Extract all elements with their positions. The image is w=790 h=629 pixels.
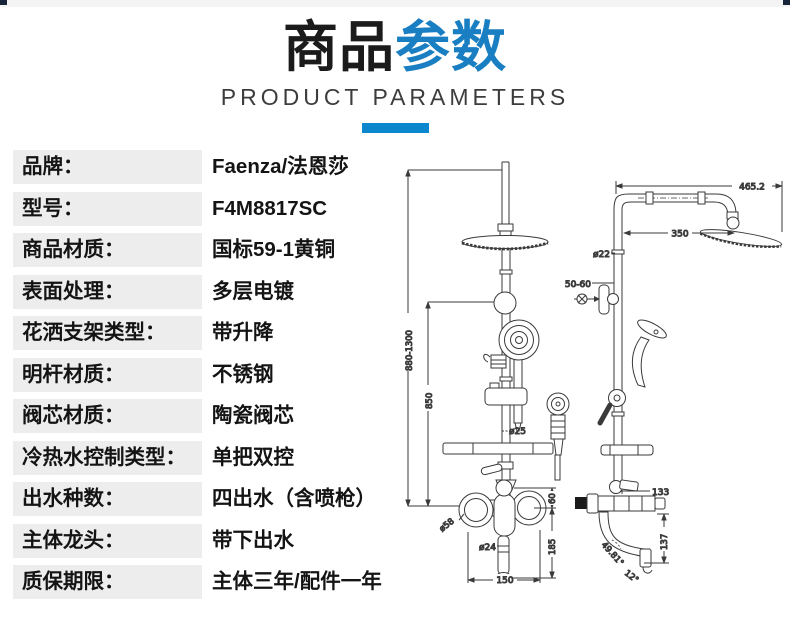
param-value: 不锈钢 <box>212 362 274 386</box>
dim-height-range: 880-1300 <box>405 330 415 371</box>
param-value: 带升降 <box>212 321 274 344</box>
param-label: 商品材质： <box>13 233 202 267</box>
top-left-corner-mark <box>0 0 7 5</box>
table-row: 品牌： Faenza/法恩莎 <box>13 150 398 184</box>
page-title-black: 商品 <box>282 16 395 78</box>
dim-top-offset: 60 <box>548 493 558 504</box>
param-label: 主体龙头： <box>13 523 202 558</box>
table-row: 明杆材质： 不锈钢 <box>13 357 398 392</box>
param-value: Faenza/法恩莎 <box>212 155 349 178</box>
param-value: 四出水（含喷枪） <box>212 487 376 510</box>
param-value: 单把双控 <box>212 445 294 469</box>
param-label: 型号： <box>13 191 202 226</box>
dim-tip-angle: 12° <box>622 568 640 585</box>
param-label: 冷热水控制类型： <box>13 440 202 475</box>
param-value: 国标59-1黄铜 <box>212 238 336 261</box>
param-value: 陶瓷阀芯 <box>212 404 294 427</box>
table-row: 主体龙头： 带下出水 <box>13 523 398 558</box>
param-label: 品牌： <box>13 150 202 184</box>
dim-escutcheon-dia: ø58 <box>438 517 457 535</box>
dim-spout-height: 185 <box>548 539 558 555</box>
table-row: 型号： F4M8817SC <box>13 191 398 226</box>
dim-valve-width: 150 <box>496 576 513 586</box>
top-right-corner-mark <box>783 0 790 5</box>
table-row: 阀芯材质： 陶瓷阀芯 <box>13 399 398 433</box>
table-row: 表面处理： 多层电镀 <box>13 274 398 309</box>
page-title-blue: 参数 <box>395 16 508 78</box>
front-view: 880-1300 850 ø25 <box>402 161 570 587</box>
param-value: 带下出水 <box>212 528 294 552</box>
page-title: 商品参数 <box>0 17 790 77</box>
dim-head-reach: 350 <box>671 230 688 240</box>
table-row: 质保期限： 主体三年/配件一年 <box>13 565 398 599</box>
dim-riser-dia: ø25 <box>509 427 526 437</box>
dim-upper-height: 850 <box>425 393 435 409</box>
side-view: 465.2 350 ø22 50-60 <box>564 180 783 586</box>
technical-drawing: 880-1300 850 ø25 <box>398 150 790 625</box>
param-label: 出水种数： <box>13 482 202 516</box>
param-label: 质保期限： <box>13 565 202 599</box>
param-label: 表面处理： <box>13 274 202 309</box>
dim-side-pipe-dia: ø22 <box>593 250 610 260</box>
table-row: 商品材质： 国标59-1黄铜 <box>13 233 398 267</box>
table-row: 冷热水控制类型： 单把双控 <box>13 440 398 475</box>
param-label: 阀芯材质： <box>13 399 202 433</box>
page-subtitle: PRODUCT PARAMETERS <box>220 84 570 110</box>
param-value: 主体三年/配件一年 <box>212 570 382 593</box>
table-row: 出水种数： 四出水（含喷枪） <box>13 482 398 516</box>
param-value: 多层电镀 <box>212 279 294 303</box>
dim-body-length: 133 <box>652 488 669 498</box>
parameter-table: 品牌： Faenza/法恩莎 型号： F4M8817SC 商品材质： 国标59-1黄铜… <box>13 150 398 607</box>
title-underline-bar <box>362 123 429 133</box>
param-value: F4M8817SC <box>212 196 328 220</box>
dim-arm-length: 465.2 <box>739 183 765 193</box>
param-label: 明杆材质： <box>13 357 202 392</box>
top-strip <box>0 0 790 7</box>
param-label: 花洒支架类型： <box>13 316 202 350</box>
table-row: 花洒支架类型： 带升降 <box>13 316 398 350</box>
dim-bracket-range: 50-60 <box>565 280 591 290</box>
dim-spout-dia: ø24 <box>479 543 496 553</box>
dim-spout-drop: 137 <box>660 534 670 550</box>
